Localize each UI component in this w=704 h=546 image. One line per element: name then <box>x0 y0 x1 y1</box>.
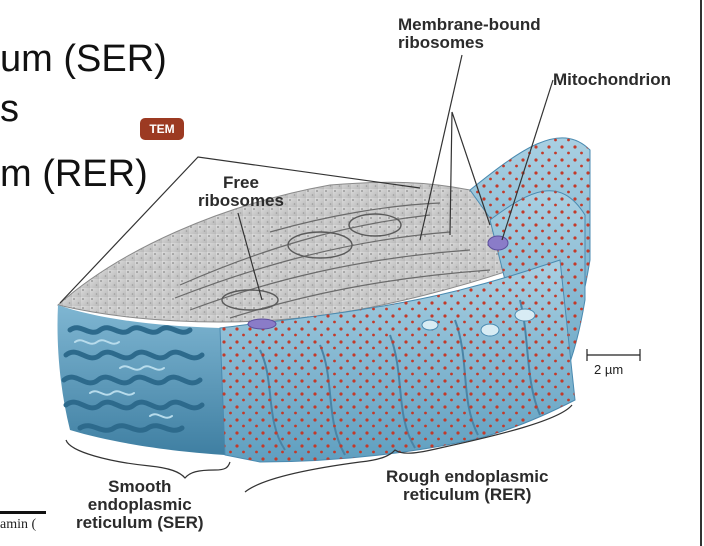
mitochondrion-leader <box>501 79 554 241</box>
smooth-er-block <box>57 305 225 455</box>
slide-text-line-1: um (SER) <box>0 38 167 80</box>
footer-rule <box>0 511 46 514</box>
label-membrane-bound-ribosomes-line-2: ribosomes <box>398 32 484 52</box>
label-mitochondrion: Mitochondrion <box>553 70 672 89</box>
label-smooth-er-line-2: endoplasmic <box>87 494 192 514</box>
label-membrane-bound-ribosomes: Membrane-bound ribosomes <box>398 16 541 52</box>
label-free-ribosomes-line-1: Free <box>223 173 259 192</box>
rough-er-bracket <box>244 404 573 493</box>
micrograph-membrane-lines <box>174 202 491 319</box>
rough-er-opening-1 <box>480 323 500 337</box>
rough-er-opening-3 <box>421 319 439 331</box>
label-membrane-bound-ribosomes-line-1: Membrane-bound <box>398 15 541 34</box>
slide-right-border <box>700 0 702 546</box>
label-free-ribosomes-line-2: ribosomes <box>198 190 284 210</box>
label-smooth-er-line-1: Smooth <box>108 477 172 496</box>
micrograph-mitochondrion-3 <box>221 289 279 311</box>
tem-leader-lines <box>59 156 421 304</box>
label-free-ribosomes: Free ribosomes <box>198 174 284 210</box>
scale-bar-line <box>586 349 641 361</box>
mitochondrion-shape-2 <box>247 318 277 330</box>
smooth-er-bracket <box>65 439 231 479</box>
tem-badge: TEM <box>140 118 184 140</box>
label-rough-er-line-1: Rough endoplasmic <box>386 467 549 486</box>
rough-er-front-dots <box>220 260 575 462</box>
smooth-er-highlights <box>74 339 173 419</box>
label-smooth-er-line-3: reticulum (SER) <box>76 512 204 532</box>
scale-bar-label: 2 µm <box>594 362 624 377</box>
mitochondrion-shape <box>487 235 509 251</box>
smooth-er-tubules <box>61 325 205 433</box>
label-smooth-er: Smooth endoplasmic reticulum (SER) <box>76 478 204 532</box>
label-rough-er: Rough endoplasmic reticulum (RER) <box>386 468 548 504</box>
rough-er-opening-2 <box>514 308 536 322</box>
membrane-ribosomes-leader <box>419 54 491 241</box>
slide-text-line-2: s <box>0 88 19 130</box>
micrograph-mitochondrion-2 <box>348 213 402 237</box>
slide-text-line-3: m (RER) <box>0 153 148 195</box>
label-rough-er-line-2: reticulum (RER) <box>403 484 532 504</box>
footer-text: amin ( <box>0 517 37 532</box>
free-ribosomes-leader <box>237 212 263 301</box>
micrograph-mitochondrion-1 <box>287 231 353 259</box>
